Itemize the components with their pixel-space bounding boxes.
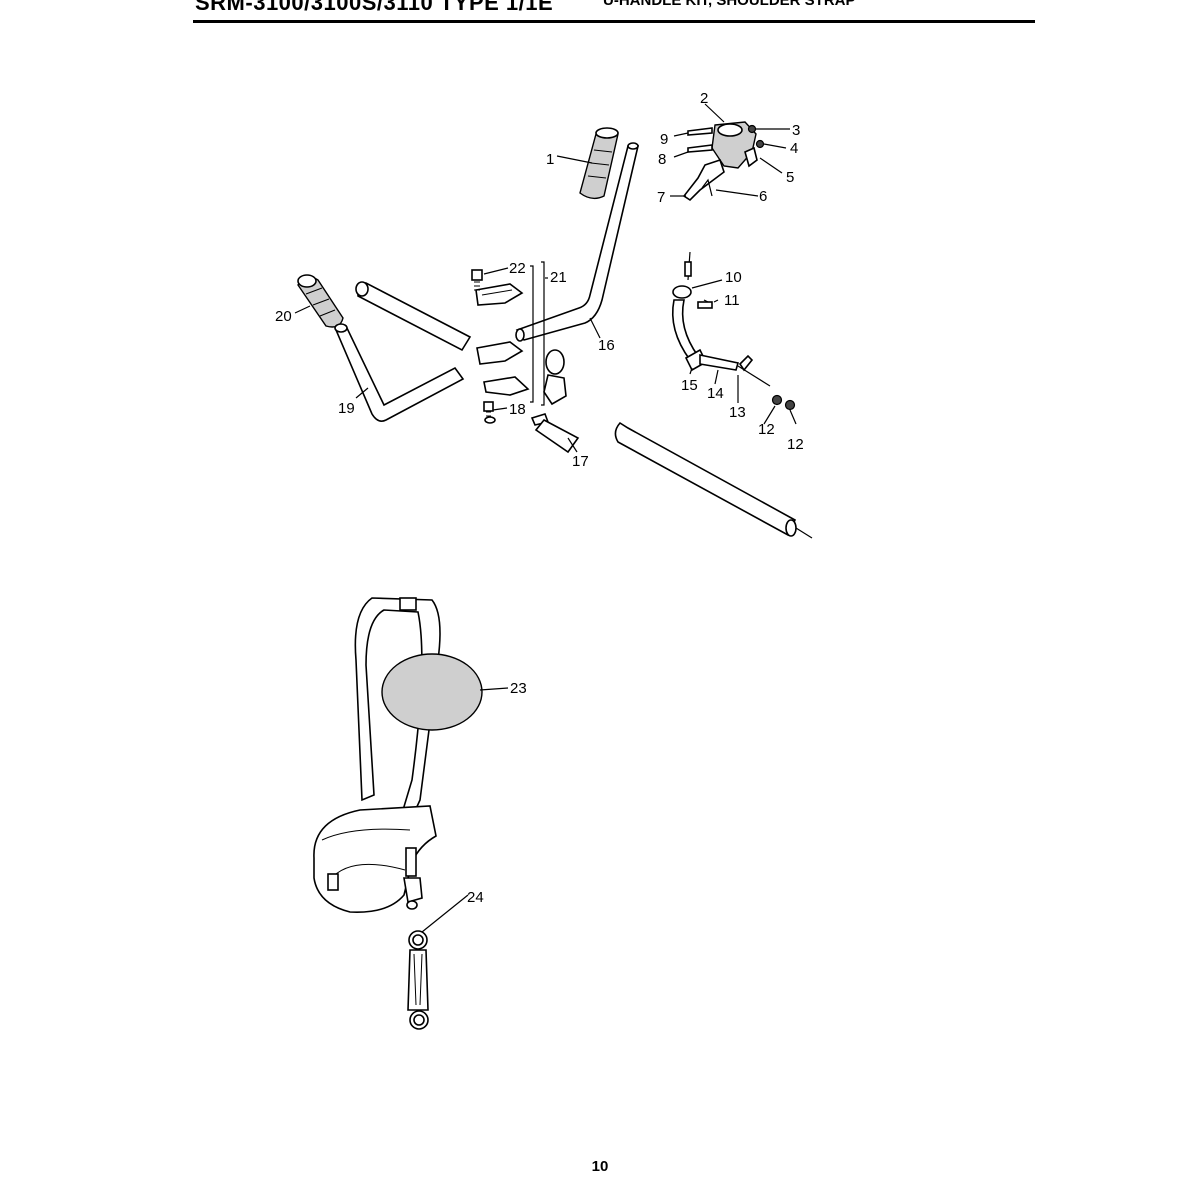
callout-24: 24	[467, 889, 484, 906]
handle-tube	[355, 281, 472, 352]
callout-19: 19	[338, 400, 355, 417]
callout-14: 14	[707, 385, 724, 402]
throttle-assembly	[682, 121, 765, 202]
handle-bar-16	[515, 142, 640, 342]
section-subtitle: U-HANDLE KIT, SHOULDER STRAP	[603, 0, 856, 9]
callout-1: 1	[546, 151, 554, 168]
callout-7: 7	[657, 189, 665, 206]
shoulder-strap-23	[313, 597, 483, 913]
callout-22: 22	[509, 260, 526, 277]
page-title: SRM-3100/3100S/3110 TYPE 1/1E	[195, 0, 554, 15]
grip-1	[579, 127, 619, 200]
header-rule	[193, 20, 1035, 23]
callout-15: 15	[681, 377, 698, 394]
callout-20: 20	[275, 308, 292, 325]
callout-17: 17	[572, 453, 589, 470]
callout-12b: 12	[787, 436, 804, 453]
callout-13: 13	[729, 404, 746, 421]
callout-6: 6	[759, 188, 767, 205]
callout-23: 23	[510, 680, 527, 697]
hanger-24	[407, 930, 429, 1030]
clamp-assembly	[471, 261, 580, 454]
callout-11: 11	[724, 292, 740, 309]
throttle-cable	[671, 251, 796, 411]
callout-4: 4	[790, 140, 798, 157]
callout-18: 18	[509, 401, 526, 418]
page-number: 10	[591, 1158, 609, 1175]
grip-20	[297, 274, 344, 328]
callout-21: 21	[550, 269, 567, 286]
callout-2: 2	[700, 90, 708, 107]
callout-labels: 1 2 3 4 5 6 7 8 9 10 11 12 12 13 14 15 1…	[275, 90, 804, 906]
callout-16: 16	[598, 337, 615, 354]
callout-9: 9	[660, 131, 668, 148]
leader-lines	[294, 103, 797, 933]
callout-12a: 12	[758, 421, 775, 438]
callout-8: 8	[658, 151, 666, 168]
shaft-tube	[614, 421, 813, 539]
handle-tube-19	[334, 323, 465, 422]
callout-3: 3	[792, 122, 800, 139]
callout-10: 10	[725, 269, 742, 286]
callout-5: 5	[786, 169, 794, 186]
